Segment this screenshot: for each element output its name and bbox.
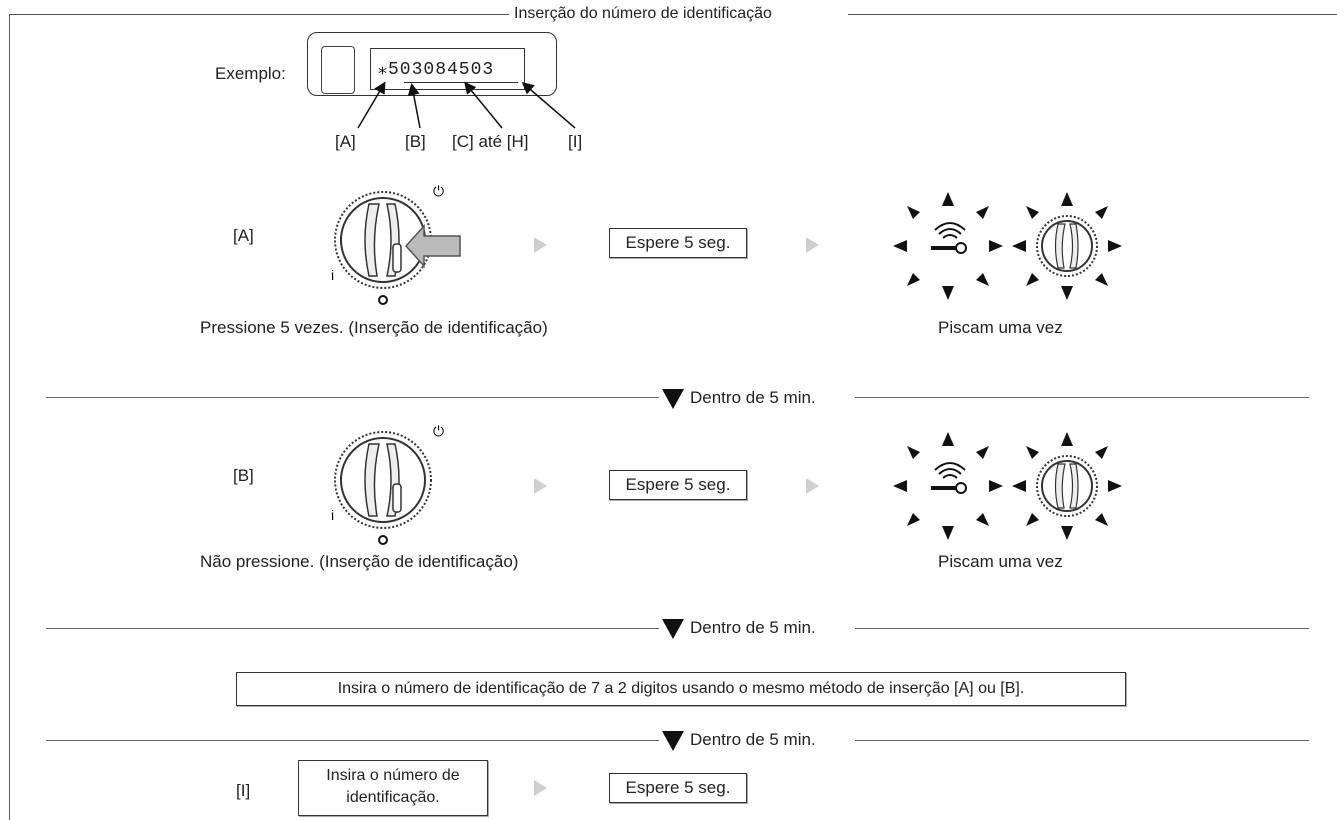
divider-2-left — [46, 628, 659, 629]
step-i-instruction-line1: Insira o número de — [326, 767, 460, 784]
divider-2-right — [855, 628, 1309, 629]
example-label: Exemplo: — [215, 64, 286, 83]
divider-1-label: Dentro de 5 min. — [690, 388, 816, 407]
divider-3-right — [855, 740, 1309, 741]
example-display-frame — [307, 32, 557, 96]
knob-flash-icon — [1012, 192, 1122, 300]
play-arrow-icon — [806, 237, 819, 253]
header-title: Inserção do número de identificação — [514, 5, 772, 22]
step-b-tag: [B] — [233, 466, 254, 485]
step-b-caption: Não pressione. (Inserção de identificaçã… — [200, 552, 519, 571]
step-i-wait: Espere 5 seg. — [609, 773, 747, 803]
play-arrow-icon — [806, 478, 819, 494]
example-underline — [404, 82, 518, 83]
divider-1-left — [46, 397, 659, 398]
knob-dial-icon: ⏻ i — [331, 423, 444, 545]
step-i-instruction-box: Insira o número de identificação. — [298, 760, 488, 816]
svg-text:⏻: ⏻ — [433, 423, 444, 439]
step-i-tag: [I] — [236, 781, 251, 800]
step-a-tag: [A] — [233, 226, 254, 245]
step-a-result: Piscam uma vez — [938, 318, 1063, 337]
divider-3-label: Dentro de 5 min. — [690, 730, 816, 749]
example-code-box — [370, 48, 525, 90]
step-a-wait: Espere 5 seg. — [609, 228, 747, 258]
svg-text:i: i — [331, 267, 334, 283]
callout-b: [B] — [405, 132, 426, 151]
svg-text:i: i — [331, 507, 334, 523]
step-a-caption: Pressione 5 vezes. (Inserção de identifi… — [200, 318, 548, 337]
example-display-slot — [321, 46, 355, 94]
down-triangle-icon — [662, 731, 684, 751]
play-arrow-icon — [534, 780, 547, 796]
divider-1-right — [855, 397, 1309, 398]
step-i-instruction-line2: identificação. — [346, 789, 440, 806]
callout-a: [A] — [335, 132, 356, 151]
divider-3-left — [46, 740, 659, 741]
down-triangle-icon — [662, 389, 684, 409]
repeat-note: Insira o número de identificação de 7 a … — [236, 672, 1126, 706]
frame-top-left — [9, 14, 509, 15]
divider-2-label: Dentro de 5 min. — [690, 618, 816, 637]
knob-dial-icon: ⏻ i — [331, 183, 444, 305]
step-b-wait: Espere 5 seg. — [609, 470, 747, 500]
step-b-result: Piscam uma vez — [938, 552, 1063, 571]
callout-c-h: [C] até [H] — [452, 132, 529, 151]
play-arrow-icon — [534, 478, 547, 494]
knob-flash-icon — [1012, 432, 1122, 540]
svg-text:⏻: ⏻ — [433, 183, 444, 199]
frame-left-border — [9, 14, 10, 820]
frame-top-right — [848, 14, 1337, 15]
press-arrow-icon — [404, 224, 461, 268]
key-signal-icon — [893, 432, 1003, 540]
play-arrow-icon — [534, 237, 547, 253]
example-code: ⁎503084503 — [378, 60, 495, 80]
key-signal-icon — [893, 192, 1003, 300]
down-triangle-icon — [662, 619, 684, 639]
callout-i: [I] — [568, 132, 583, 151]
